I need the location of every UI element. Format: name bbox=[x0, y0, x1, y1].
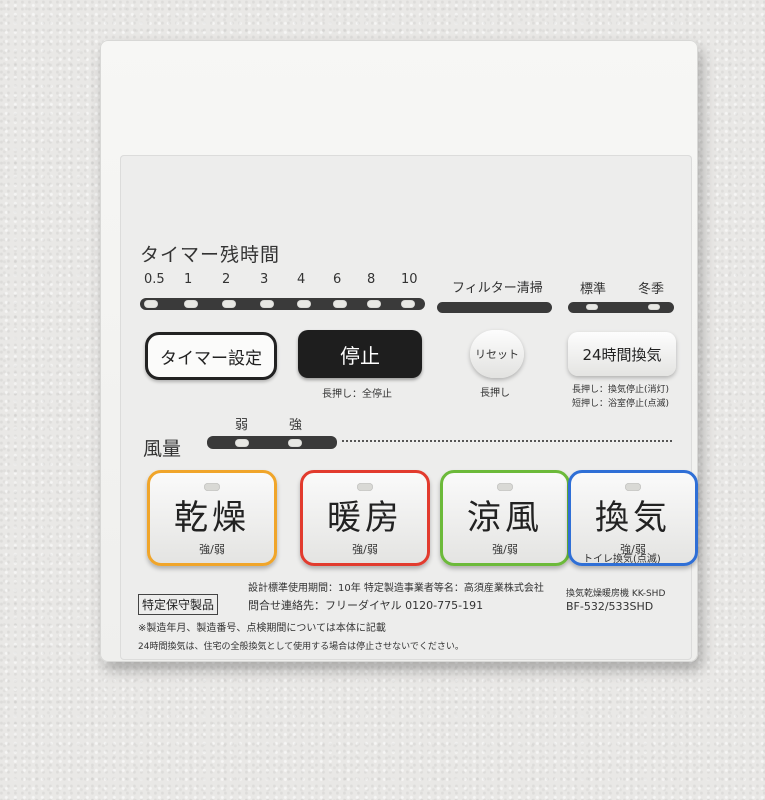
timer-hour-label: 8 bbox=[367, 272, 376, 287]
timer-led bbox=[222, 300, 236, 308]
model-name: 換気乾燥暖房機 KK-SHD bbox=[566, 589, 666, 599]
airflow-weak-led bbox=[235, 439, 249, 447]
timer-led-bar bbox=[140, 298, 425, 310]
indicator-led bbox=[357, 483, 373, 491]
vent-24h-note-short: 短押し：浴室停止(点滅) bbox=[572, 399, 670, 409]
timer-hour-label: 4 bbox=[297, 272, 306, 287]
timer-hour-label: 10 bbox=[401, 272, 418, 287]
footer-line1: 設計標準使用期間：10年 特定製造事業者等名：高須産業株式会社 bbox=[248, 583, 544, 594]
footer-line2: 問合せ連絡先：フリーダイヤル 0120-775-191 bbox=[248, 599, 484, 612]
indicator-led bbox=[497, 483, 513, 491]
timer-led bbox=[144, 300, 158, 308]
airflow-led-bar bbox=[207, 436, 337, 449]
toilet-vent-note: トイレ換気(点滅) bbox=[583, 554, 661, 565]
control-panel bbox=[120, 155, 692, 660]
timer-hour-label: 0.5 bbox=[144, 272, 165, 287]
button-sublabel: 強/弱 bbox=[352, 542, 378, 556]
timer-hour-label: 1 bbox=[184, 272, 193, 287]
vent-button[interactable]: 換気強/弱 bbox=[568, 470, 698, 566]
footer-line3: ※製造年月、製造番号、点検期間については本体に記載 bbox=[138, 623, 386, 634]
button-label: 換気 bbox=[595, 497, 671, 538]
airflow-dotted-line bbox=[342, 440, 672, 442]
indicator-led bbox=[204, 483, 220, 491]
airflow-weak-label: 弱 bbox=[235, 418, 249, 433]
timer-led bbox=[401, 300, 415, 308]
timer-led bbox=[260, 300, 274, 308]
mode-standard-led bbox=[586, 304, 598, 310]
indicator-led bbox=[625, 483, 641, 491]
timer-set-button[interactable]: タイマー設定 bbox=[145, 332, 277, 380]
stop-note: 長押し：全停止 bbox=[322, 389, 392, 400]
button-label: 涼風 bbox=[467, 497, 543, 538]
airflow-strong-led bbox=[288, 439, 302, 447]
button-label: 暖房 bbox=[327, 497, 403, 538]
stop-button[interactable]: 停止 bbox=[298, 330, 422, 378]
mode-standard-label: 標準 bbox=[580, 282, 607, 297]
dry-button[interactable]: 乾燥強/弱 bbox=[147, 470, 277, 566]
timer-led bbox=[333, 300, 347, 308]
vent-24h-button[interactable]: 24時間換気 bbox=[568, 332, 676, 376]
airflow-strong-label: 強 bbox=[289, 418, 303, 433]
footer-line4: 24時間換気は、住宅の全般換気として使用する場合は停止させないでください。 bbox=[138, 642, 464, 652]
timer-hour-label: 2 bbox=[222, 272, 231, 287]
cool-button[interactable]: 涼風強/弱 bbox=[440, 470, 570, 566]
button-sublabel: 強/弱 bbox=[199, 542, 225, 556]
timer-hour-label: 3 bbox=[260, 272, 269, 287]
vent-24h-note-long: 長押し：換気停止(消灯) bbox=[572, 385, 670, 395]
filter-reset-button[interactable]: リセット bbox=[470, 330, 524, 378]
filter-title: フィルター清掃 bbox=[452, 281, 543, 296]
mode-winter-label: 冬季 bbox=[638, 282, 665, 297]
button-sublabel: 強/弱 bbox=[492, 542, 518, 556]
model-number: BF-532/533SHD bbox=[566, 600, 654, 613]
maintenance-badge: 特定保守製品 bbox=[138, 594, 219, 615]
heat-button[interactable]: 暖房強/弱 bbox=[300, 470, 430, 566]
mode-winter-led bbox=[648, 304, 660, 310]
timer-hour-label: 6 bbox=[333, 272, 342, 287]
button-label: 乾燥 bbox=[174, 497, 250, 538]
airflow-title: 風量 bbox=[143, 438, 182, 460]
button-sublabel: 強/弱 bbox=[620, 542, 646, 556]
timer-led bbox=[184, 300, 198, 308]
filter-led-bar bbox=[437, 302, 552, 313]
timer-led bbox=[367, 300, 381, 308]
reset-note: 長押し bbox=[480, 388, 510, 399]
mode-led-bar bbox=[568, 302, 674, 313]
timer-led bbox=[297, 300, 311, 308]
timer-title: タイマー残時間 bbox=[140, 244, 281, 266]
